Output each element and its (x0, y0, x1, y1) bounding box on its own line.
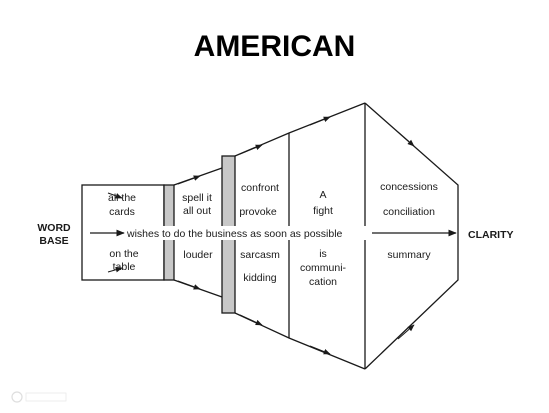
upper-4-line-2: fight (313, 205, 333, 217)
lower-4-line-1: is (319, 248, 327, 260)
arrow-seg2-top (177, 175, 201, 185)
segment-5-outline (364, 102, 459, 370)
lower-5-line-1: summary (387, 249, 431, 261)
arrow-left-bottom (107, 267, 123, 273)
central-band (92, 226, 372, 240)
left-label-line-1: WORD (37, 222, 71, 234)
left-label-line-2: BASE (39, 235, 68, 247)
arrow-seg5-bottom (397, 324, 415, 340)
arrow-seg4-bottom (309, 345, 331, 355)
upper-1-line-2: cards (109, 206, 135, 218)
upper-3-line-1: confront (241, 182, 279, 194)
upper-5-line-2: conciliation (383, 206, 435, 218)
arrow-left-top (107, 192, 123, 199)
upper-3-line-2: provoke (239, 206, 277, 218)
page-title: AMERICAN (193, 30, 356, 63)
arrow-seg3-bottom (239, 314, 263, 326)
upper-2-line-2: all out (183, 205, 211, 217)
arrow-seg4-top (309, 116, 331, 126)
upper-5-line-1: concessions (380, 181, 438, 193)
right-label: CLARITY (468, 229, 514, 241)
watermark-icon (11, 391, 67, 403)
arrow-seg3-top (239, 144, 263, 155)
upper-2-line-1: spell it (182, 192, 212, 204)
lower-4-line-3: cation (309, 276, 337, 288)
lower-1-line-2: table (113, 261, 136, 273)
lower-3-line-2: kidding (243, 272, 276, 284)
lower-3-line-1: sarcasm (240, 249, 280, 261)
arrow-seg5-top (397, 131, 415, 147)
lower-4-line-2: communi- (300, 262, 347, 274)
arrow-seg2-bottom (177, 280, 201, 290)
lower-2-line-1: louder (183, 249, 213, 261)
upper-4-line-1: A (319, 189, 326, 201)
upper-1-line-1: all the (108, 192, 136, 204)
lower-1-line-1: on the (109, 248, 138, 260)
central-line-text: wishes to do the business as soon as pos… (126, 228, 343, 240)
